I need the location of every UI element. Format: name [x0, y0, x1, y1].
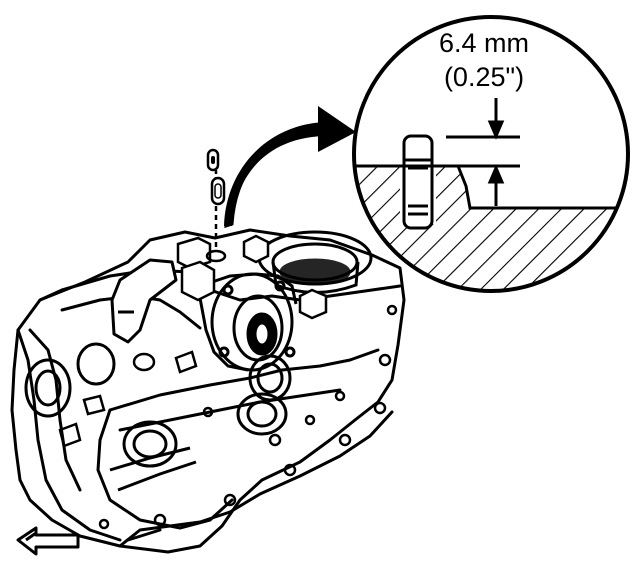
- installed-lifter: [402, 134, 434, 230]
- support-bracket: [110, 258, 178, 344]
- dimension-imperial-label: (0.25"): [443, 62, 525, 92]
- block-details: [58, 350, 214, 530]
- head-bolts: [176, 234, 328, 320]
- double-outline-arrow-left-icon: [16, 526, 80, 556]
- engine-block: [10, 228, 406, 554]
- lifter-parts: [205, 148, 227, 263]
- dimension-markers: [446, 98, 520, 206]
- flange-bolt-holes: [153, 304, 398, 527]
- magnifier-ring: [352, 15, 630, 293]
- curved-arrow-right-icon: [224, 106, 356, 229]
- dimension-metric-label: 6.4 mm: [438, 28, 530, 58]
- pump-housing: [198, 272, 298, 372]
